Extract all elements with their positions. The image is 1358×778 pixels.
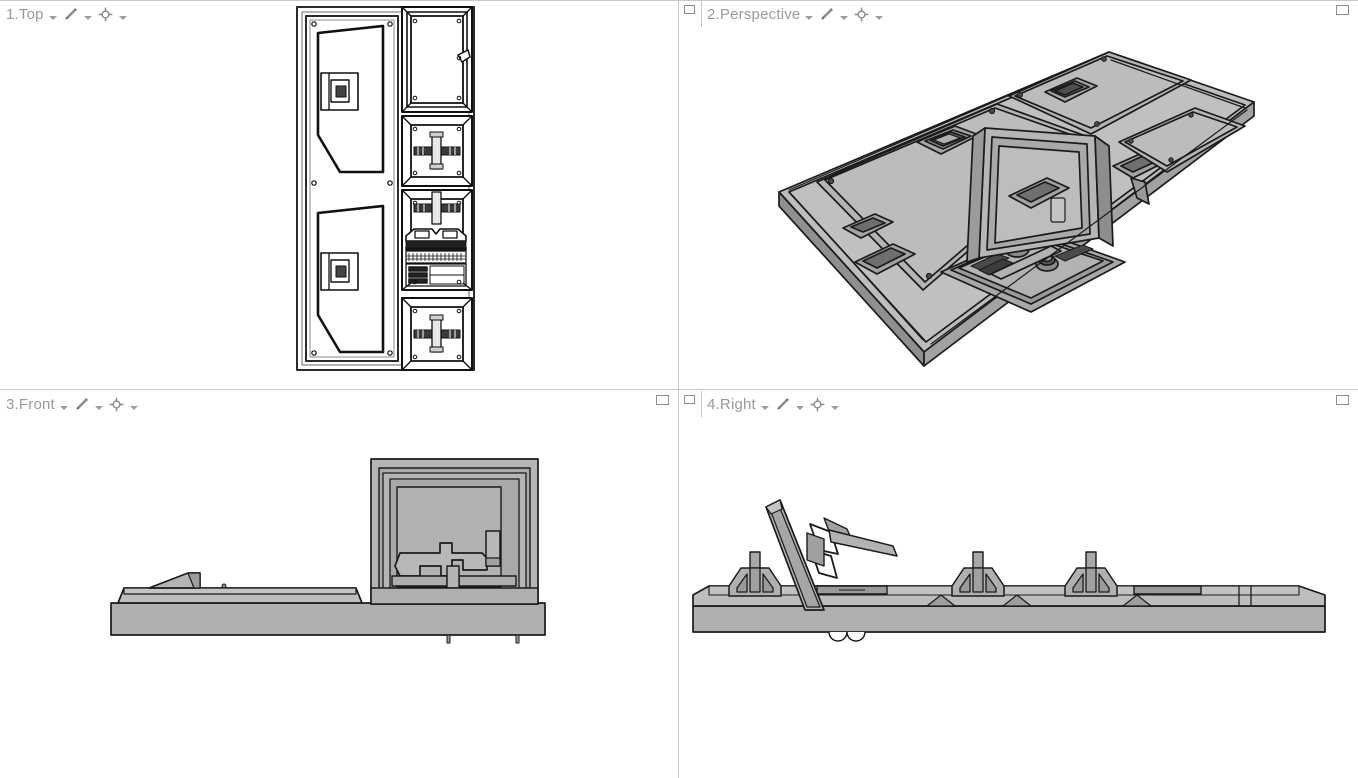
viewport-maximize-icon[interactable] <box>1336 395 1349 405</box>
viewport-restore-left-icon[interactable] <box>684 5 695 14</box>
viewport-top-edge <box>0 0 1358 1</box>
titlebar-separator <box>701 391 702 417</box>
viewport-right[interactable]: 4.Right <box>679 390 1358 778</box>
viewport-right-canvas[interactable] <box>679 390 1358 778</box>
viewport-divider-horizontal[interactable] <box>0 389 1358 390</box>
titlebar-separator <box>701 1 702 27</box>
viewport-perspective-canvas[interactable] <box>679 0 1358 389</box>
viewport-top[interactable]: 1.Top <box>0 0 678 389</box>
viewport-restore-left-icon[interactable] <box>684 395 695 404</box>
viewport-maximize-icon[interactable] <box>1336 5 1349 15</box>
viewport-top-canvas[interactable] <box>0 0 678 389</box>
viewport-maximize-icon[interactable] <box>656 395 669 405</box>
viewport-front[interactable]: 3.Front <box>0 390 678 778</box>
viewport-perspective[interactable]: 2.Perspective <box>679 0 1358 389</box>
viewport-front-canvas[interactable] <box>0 390 678 778</box>
